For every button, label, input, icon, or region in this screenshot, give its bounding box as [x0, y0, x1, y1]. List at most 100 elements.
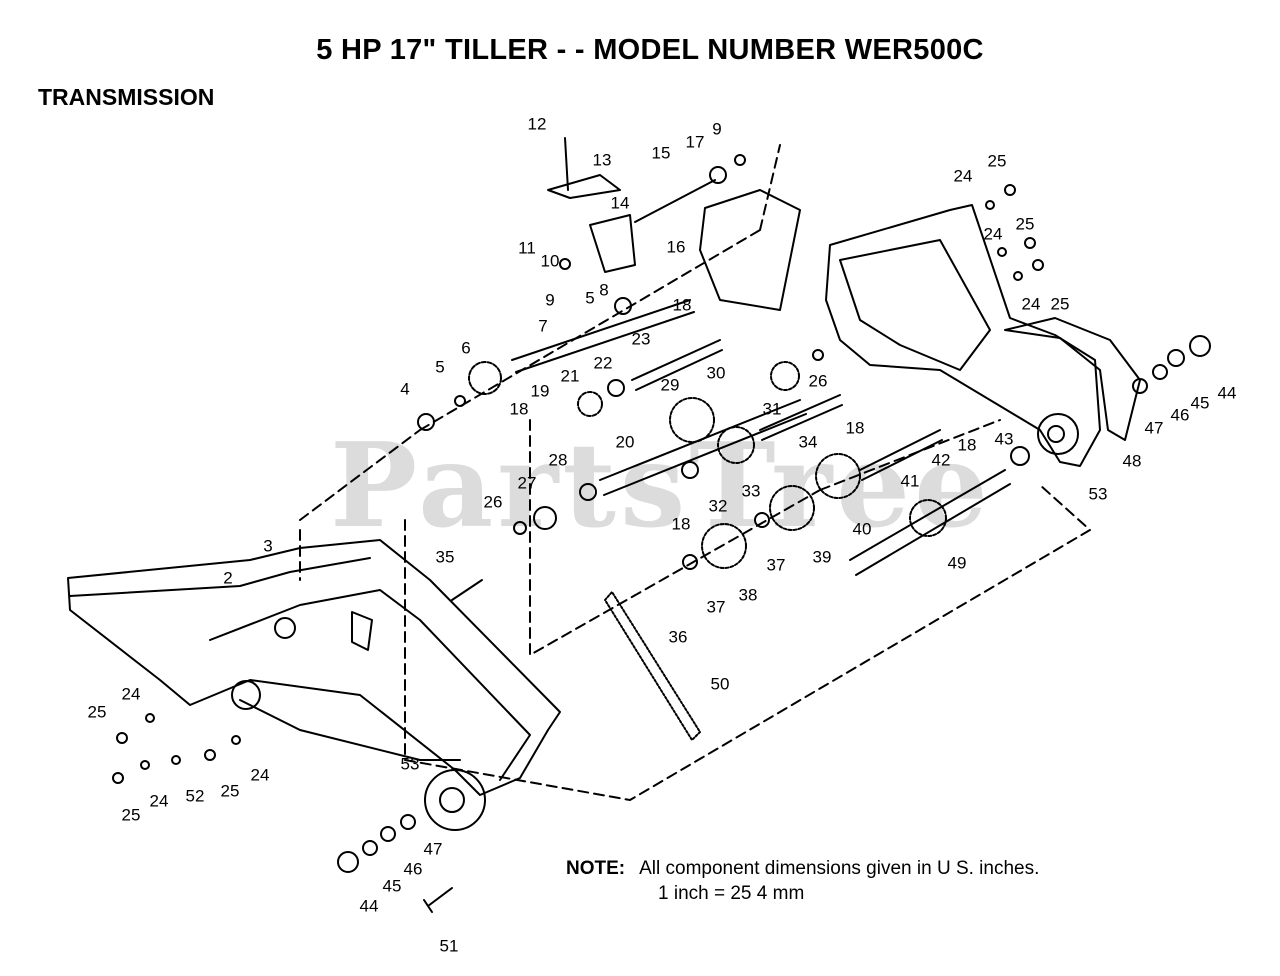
callout-36: 36: [669, 627, 688, 646]
callout-51: 51: [440, 936, 459, 955]
bushing-32: [681, 461, 699, 479]
callout-3: 3: [263, 536, 272, 555]
sprocket-33: [717, 426, 755, 464]
callout-23: 23: [632, 329, 651, 348]
left-drive-hub: [424, 769, 486, 831]
callout-24: 24: [984, 224, 1003, 243]
callout-9: 9: [712, 119, 721, 138]
washer-47b: [400, 814, 416, 830]
left-bearing-lower: [231, 680, 261, 710]
sprocket-38: [701, 523, 747, 569]
callout-21: 21: [561, 366, 580, 385]
callout-52: 52: [186, 786, 205, 805]
callout-12: 12: [528, 114, 547, 133]
note-block: NOTE:All component dimensions given in U…: [566, 857, 1039, 904]
bushing-44a: [1189, 335, 1211, 357]
gear-31: [770, 361, 800, 391]
callout-25: 25: [122, 805, 141, 824]
shaft-13: [564, 137, 569, 191]
callout-24: 24: [954, 166, 973, 185]
callout-27: 27: [518, 473, 537, 492]
callout-18: 18: [510, 399, 529, 418]
callout-25: 25: [1016, 214, 1035, 233]
right-drive-hub: [1037, 413, 1079, 455]
bushing-17: [709, 166, 727, 184]
callout-9: 9: [545, 290, 554, 309]
sprocket-49: [909, 499, 947, 537]
callout-18: 18: [673, 295, 692, 314]
left-housing-outer: [67, 539, 561, 796]
callout-42: 42: [932, 450, 951, 469]
washer-45b: [362, 840, 378, 856]
nut-25b: [1024, 237, 1036, 249]
washer-9b: [734, 154, 746, 166]
callout-29: 29: [661, 375, 680, 394]
shaft-34: [759, 394, 843, 441]
washer-47a: [1132, 378, 1148, 394]
washer-45a: [1167, 349, 1185, 367]
gear-21: [577, 391, 603, 417]
assembly-frame-upper: [299, 144, 781, 581]
callout-11: 11: [518, 238, 536, 257]
shaft-23: [631, 339, 723, 391]
callout-6: 6: [461, 338, 470, 357]
bushing-28: [579, 483, 597, 501]
bushing-44b: [337, 851, 359, 873]
callout-14: 14: [611, 193, 630, 212]
callout-35: 35: [436, 547, 455, 566]
callout-44: 44: [360, 896, 379, 915]
callout-25: 25: [988, 151, 1007, 170]
sprocket-39: [769, 485, 815, 531]
callout-20: 20: [616, 432, 635, 451]
callout-39: 39: [813, 547, 832, 566]
chain-50: [604, 591, 701, 741]
callout-34: 34: [799, 432, 818, 451]
nut-25c: [1032, 259, 1044, 271]
right-housing-inner: [839, 239, 991, 371]
callout-18: 18: [846, 418, 865, 437]
callout-7: 7: [538, 316, 547, 335]
callout-26: 26: [809, 371, 828, 390]
washer-46b: [380, 826, 396, 842]
bushing-22: [607, 379, 625, 397]
ring-26a: [513, 521, 527, 535]
bushing-37a: [754, 512, 770, 528]
ring-26b: [812, 349, 824, 361]
bolt-51: [423, 887, 453, 913]
callout-53: 53: [401, 754, 420, 773]
callout-37: 37: [767, 555, 786, 574]
shaft-16: [634, 179, 716, 223]
left-housing-rib: [69, 557, 371, 597]
callout-43: 43: [995, 429, 1014, 448]
callout-44: 44: [1218, 383, 1237, 402]
left-boss: [351, 611, 373, 651]
callout-2: 2: [223, 568, 232, 587]
callout-22: 22: [594, 353, 613, 372]
callout-5: 5: [585, 288, 594, 307]
callout-16: 16: [667, 237, 686, 256]
callout-17: 17: [686, 132, 705, 151]
gear-6: [468, 361, 502, 395]
callout-4: 4: [400, 379, 409, 398]
bushing-27: [533, 506, 557, 530]
page-title: 5 HP 17" TILLER - - MODEL NUMBER WER500C: [316, 34, 984, 66]
bushing-37b: [682, 554, 698, 570]
washer-24b: [997, 247, 1007, 257]
callout-18: 18: [958, 435, 977, 454]
callout-26: 26: [484, 492, 503, 511]
watermark: PartsTree: [330, 418, 992, 554]
washer-24a: [985, 200, 995, 210]
sprocket-29: [669, 397, 715, 443]
bushing-43: [1010, 446, 1030, 466]
washer-5: [454, 395, 466, 407]
callout-28: 28: [549, 450, 568, 469]
assembly-frame-lower: [404, 484, 1091, 801]
callout-49: 49: [948, 553, 967, 572]
left-bearing-upper: [274, 617, 296, 639]
callout-13: 13: [593, 150, 612, 169]
callout-32: 32: [709, 496, 728, 515]
callout-24: 24: [122, 684, 141, 703]
